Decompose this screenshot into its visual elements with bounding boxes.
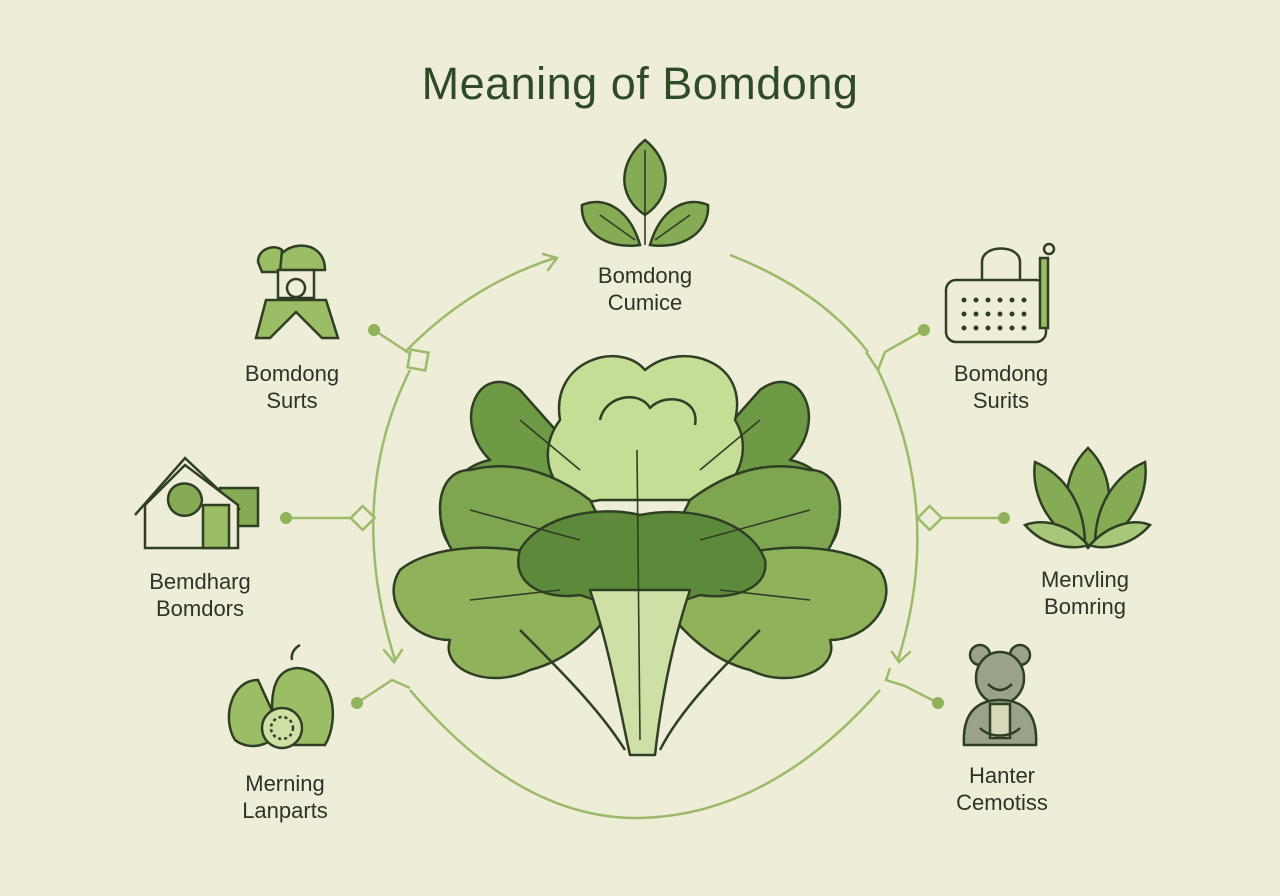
connector-diamond-mid-left <box>348 504 377 532</box>
connectors <box>280 324 1010 709</box>
connector-upper-left <box>373 328 413 357</box>
connector-dot-lower-left <box>351 697 363 709</box>
arrowhead-right <box>890 650 912 664</box>
connector-dot-upper-right <box>918 324 930 336</box>
bear-figure-icon <box>962 643 1038 747</box>
node-label-upper-left: Bomdong Surts <box>244 361 340 413</box>
connector-lower-right <box>884 667 939 705</box>
cabbage-heart <box>546 355 744 503</box>
fruit-icon <box>227 643 335 750</box>
cycle-ring <box>372 253 919 820</box>
leaf-cluster-icon <box>580 138 710 248</box>
front-leaf <box>517 510 767 607</box>
node-label-mid-left: Bemdharg Bomdors <box>149 569 251 621</box>
arrowhead-top <box>541 252 560 272</box>
connector-dot-lower-right <box>932 697 944 709</box>
cycle-arc-bottom <box>409 689 881 820</box>
connector-diamond-mid-right <box>915 504 944 532</box>
node-label-upper-right: Bomdong Surits <box>953 361 1049 413</box>
cycle-arc-top-left <box>404 256 556 353</box>
cycle-arc-right <box>876 369 919 661</box>
cycle-arc-left <box>372 369 412 661</box>
leaf-veins <box>469 419 811 741</box>
padlock-keypad-icon <box>944 242 1056 344</box>
heart-curl <box>598 396 697 426</box>
stalk-right <box>658 629 761 751</box>
connector-upper-right <box>864 328 925 373</box>
cycle-arrows <box>382 252 912 665</box>
bomdong-cabbage-illustration <box>392 355 888 757</box>
cycle-arc-top-right <box>729 253 869 353</box>
connector-lower-left <box>356 678 411 705</box>
connector-dot-upper-left <box>368 324 380 336</box>
leaves-icon <box>1022 446 1153 550</box>
node-label-mid-right: Menvling Bomring <box>1040 567 1130 619</box>
connector-dot-mid-left <box>280 512 292 524</box>
node-label-top: Bomdong Cumice <box>597 263 693 315</box>
page-title: Meaning of Bomdong <box>421 58 859 109</box>
arrowhead-left <box>382 648 404 665</box>
connector-dot-mid-right <box>998 512 1010 524</box>
node-label-lower-left: Merning Lanparts <box>242 771 328 823</box>
pavilion-icon <box>254 244 340 340</box>
house-leaf-icon <box>134 456 260 550</box>
node-label-lower-right: Hanter Cemotiss <box>956 763 1048 815</box>
connector-square-upper-left <box>406 348 430 372</box>
stalk-left <box>519 629 627 751</box>
